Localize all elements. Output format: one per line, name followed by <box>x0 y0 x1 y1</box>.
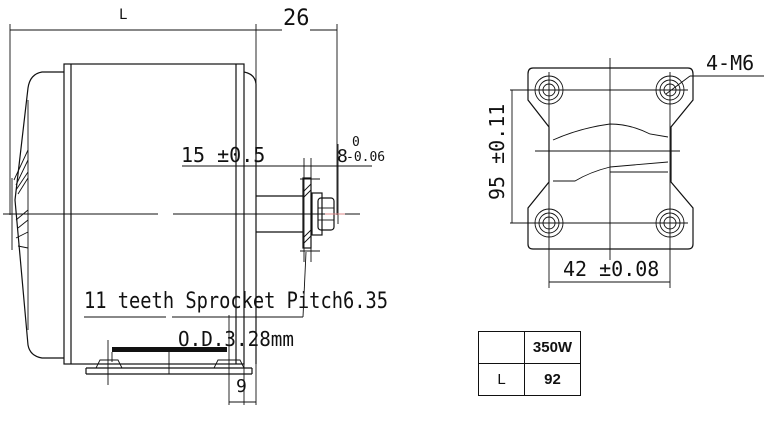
table-header-model: 350W <box>524 331 581 364</box>
dim-horizontal: 42 ±0.08 <box>563 257 659 281</box>
side-view <box>3 24 372 405</box>
mounting-base <box>85 340 253 385</box>
table-row-label: L <box>478 363 525 396</box>
dim-vertical: 95 ±0.11 <box>485 104 509 200</box>
mount-hole-icon <box>534 75 685 238</box>
hole-callout: 4-M6 <box>706 51 754 75</box>
table-header-empty <box>478 331 525 364</box>
sprocket-icon <box>300 177 335 252</box>
dim-shaft-tol-upper: 0 <box>352 135 360 150</box>
sprocket-od: O.D.3.28mm <box>178 327 294 351</box>
dim-base-offset: 9 <box>236 376 247 397</box>
dim-shaft-length: 26 <box>283 6 310 31</box>
mount-view <box>510 58 764 288</box>
table-row-value: 92 <box>524 363 581 396</box>
dim-length-label: L <box>119 7 127 23</box>
spec-table: 350W L 92 <box>478 331 581 396</box>
dim-shaft-diameter: 8 <box>337 146 348 167</box>
dim-shaft-offset: 15 ±0.5 <box>181 143 265 167</box>
table-header-row: 350W <box>478 331 581 364</box>
sprocket-note: 11 teeth Sprocket Pitch6.35 <box>84 289 388 314</box>
table-row: L 92 <box>478 363 581 396</box>
dim-shaft-tol-lower: -0.06 <box>346 150 385 165</box>
